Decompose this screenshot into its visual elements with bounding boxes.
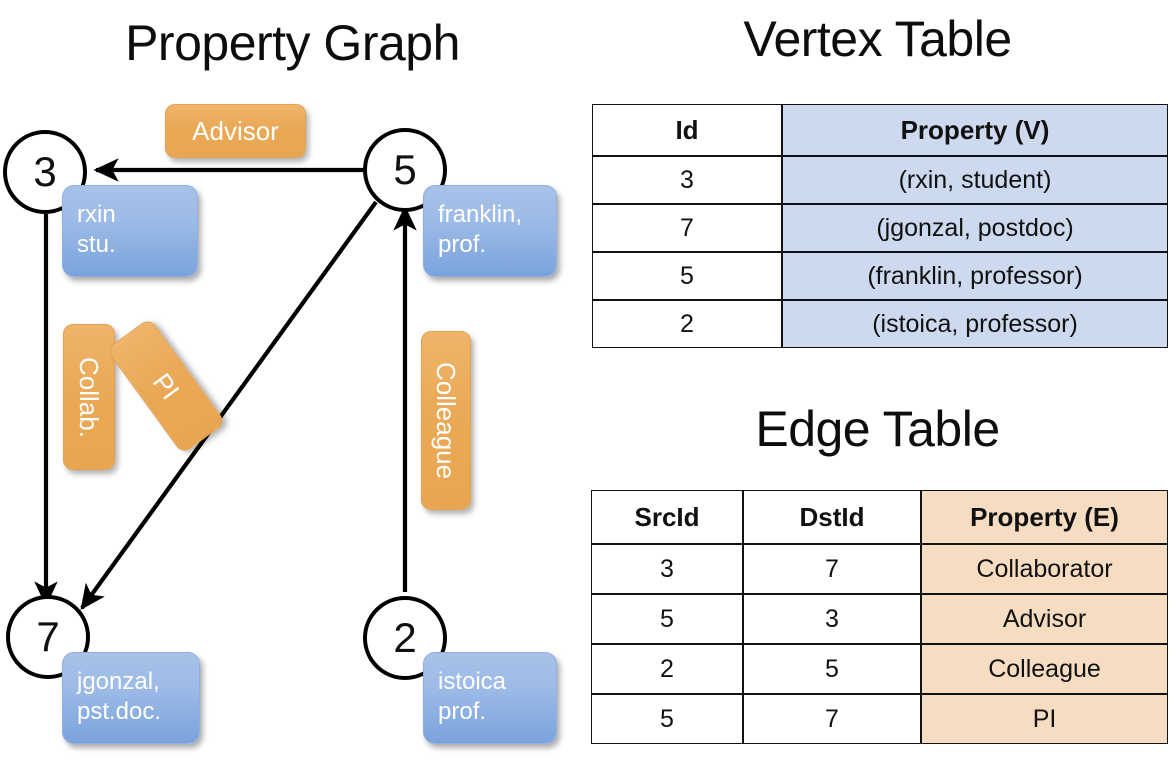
vertex-property-line: pst.doc.	[77, 698, 162, 725]
vertex-property-box-3: rxin stu.	[62, 185, 198, 277]
edge-label-text: Colleague	[431, 361, 461, 480]
table-row: 2 5 Colleague	[591, 644, 1168, 694]
vertex-property-line: prof.	[438, 231, 487, 258]
edge-table-cell-property: Advisor	[921, 594, 1168, 644]
edge-table-cell-property: Collaborator	[921, 544, 1168, 594]
vertex-table-header-id: Id	[592, 104, 782, 156]
edge-table-cell-srcid: 3	[591, 544, 743, 594]
vertex-table-cell-id: 5	[592, 252, 782, 300]
edge-label-collab: Collab.	[63, 324, 115, 470]
property-graph-diagram: 3 5 7 2 rxin stu. franklin, prof. jgonza…	[3, 104, 557, 744]
vertex-table-header-row: Id Property (V)	[592, 104, 1168, 156]
graph-vertex-5[interactable]: 5	[363, 128, 447, 212]
table-row: 5 7 PI	[591, 694, 1168, 744]
vertex-table-header-property: Property (V)	[782, 104, 1168, 156]
edge-table-header-property: Property (E)	[921, 490, 1168, 544]
vertex-property-line: franklin,	[438, 201, 523, 228]
edge-table-header-dstid: DstId	[743, 490, 921, 544]
vertex-table-cell-property: (franklin, professor)	[782, 252, 1168, 300]
vertex-property-line: istoica	[438, 668, 507, 695]
vertex-table-cell-property: (jgonzal, postdoc)	[782, 204, 1168, 252]
edge-table-cell-dstid: 3	[743, 594, 921, 644]
edge-table-cell-property: Colleague	[921, 644, 1168, 694]
page-title-vertex-table: Vertex Table	[743, 11, 1012, 67]
vertex-property-box-5: franklin, prof.	[423, 185, 557, 277]
table-row: 7 (jgonzal, postdoc)	[592, 204, 1168, 252]
vertex-table-cell-property: (istoica, professor)	[782, 300, 1168, 348]
table-row: 5 (franklin, professor)	[592, 252, 1168, 300]
edge-table-cell-dstid: 7	[743, 544, 921, 594]
graph-edges-svg	[34, 158, 417, 611]
edge-label-advisor: Advisor	[165, 104, 306, 158]
edge-5-to-7-pi	[80, 200, 378, 611]
vertex-property-line: rxin	[77, 201, 116, 228]
vertex-table-cell-id: 2	[592, 300, 782, 348]
edge-label-text: PI	[146, 367, 186, 405]
edge-table-cell-srcid: 5	[591, 694, 743, 744]
edge-table-cell-property: PI	[921, 694, 1168, 744]
table-row: 3 (rxin, student)	[592, 156, 1168, 204]
table-row: 2 (istoica, professor)	[592, 300, 1168, 348]
vertex-property-line: prof.	[438, 698, 487, 725]
vertex-table-cell-id: 3	[592, 156, 782, 204]
edge-table-header-row: SrcId DstId Property (E)	[591, 490, 1168, 544]
edge-table-cell-dstid: 5	[743, 644, 921, 694]
edge-table: SrcId DstId Property (E) 3 7 Collaborato…	[591, 490, 1168, 744]
vertex-table-cell-property: (rxin, student)	[782, 156, 1168, 204]
graph-vertex-2[interactable]: 2	[363, 596, 447, 680]
edge-table-cell-srcid: 2	[591, 644, 743, 694]
vertex-property-box-2: istoica prof.	[423, 652, 557, 744]
edge-label-text: Advisor	[192, 115, 279, 146]
edge-table-header-srcid: SrcId	[591, 490, 743, 544]
table-row: 5 3 Advisor	[591, 594, 1168, 644]
edge-label-colleague: Colleague	[421, 331, 471, 510]
vertex-property-box-7: jgonzal, pst.doc.	[62, 652, 200, 744]
vertex-property-line: jgonzal,	[77, 668, 160, 695]
vertex-table: Id Property (V) 3 (rxin, student) 7 (jgo…	[592, 104, 1168, 348]
edge-label-text: Collab.	[74, 356, 104, 438]
edge-table-cell-dstid: 7	[743, 694, 921, 744]
table-row: 3 7 Collaborator	[591, 544, 1168, 594]
page-title-edge-table: Edge Table	[755, 401, 1000, 457]
edge-table-cell-srcid: 5	[591, 594, 743, 644]
vertex-table-cell-id: 7	[592, 204, 782, 252]
page-title-property-graph: Property Graph	[125, 15, 460, 71]
vertex-property-line: stu.	[77, 231, 116, 258]
